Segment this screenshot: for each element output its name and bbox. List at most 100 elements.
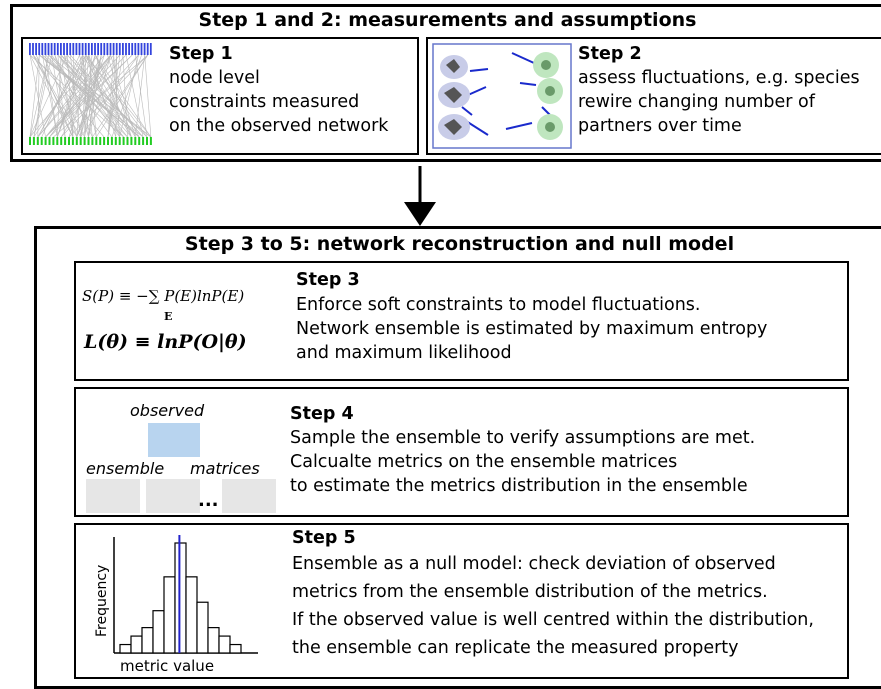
step2-line-3: partners over time <box>578 116 742 136</box>
measurements-section: Step 1 and 2: measurements and assumptio… <box>10 4 881 162</box>
network-edge <box>29 54 99 138</box>
step1-line-1: node level <box>169 68 260 88</box>
network-bottom-node <box>146 137 148 145</box>
step5-line-3: If the observed value is well centred wi… <box>292 610 814 630</box>
histogram-ylabel: Frequency <box>94 565 110 637</box>
network-edge <box>94 54 132 138</box>
network-bottom-node <box>130 137 133 145</box>
network-bottom-node <box>114 137 117 145</box>
network-bottom-node <box>29 137 31 145</box>
histogram-bar <box>207 627 220 654</box>
likelihood-formula: L(θ) ≡ lnP(O|θ) <box>84 331 247 353</box>
network-edge <box>96 54 149 138</box>
network-edge <box>29 54 40 138</box>
network-bottom-node <box>79 137 82 145</box>
step5-line-4: the ensemble can replicate the measured … <box>292 638 739 658</box>
network-top-node <box>149 43 152 55</box>
ensemble-matrix-3 <box>222 479 276 513</box>
observed-matrix <box>148 423 200 457</box>
network-edge <box>88 54 111 138</box>
network-top-node <box>75 43 78 55</box>
histogram-xlabel: metric value <box>120 657 214 675</box>
network-edge <box>51 54 66 138</box>
network-edge <box>57 54 87 138</box>
network-top-node <box>72 43 75 55</box>
step4-line-2: Calcualte metrics on the ensemble matric… <box>290 452 678 472</box>
step3-heading: Step 3 <box>296 270 360 290</box>
section-title-reconstruction: Step 3 to 5: network reconstruction and … <box>184 233 735 255</box>
network-top-node <box>81 43 84 55</box>
network-edge <box>32 54 78 138</box>
step3-line-2: Network ensemble is estimated by maximum… <box>296 319 768 339</box>
network-top-node <box>32 43 34 55</box>
histogram-bar <box>141 627 154 654</box>
histogram-bar <box>229 643 242 654</box>
histogram-bar <box>185 576 198 654</box>
network-edge <box>70 54 144 138</box>
network-top-node <box>122 43 124 55</box>
network-top-node <box>84 43 87 55</box>
histogram-bar <box>196 601 209 654</box>
histogram-bar <box>174 542 187 654</box>
network-bottom-node <box>142 137 145 145</box>
network-edge <box>85 54 120 138</box>
ensemble-matrix-1 <box>86 479 140 513</box>
network-edge <box>66 54 144 138</box>
network-edge <box>60 54 124 138</box>
network-edge <box>29 54 124 138</box>
matrices-label: matrices <box>190 459 260 478</box>
network-top-node <box>78 43 81 55</box>
network-top-node <box>140 43 143 55</box>
step2-line-1: assess fluctuations, e.g. species <box>578 68 860 88</box>
step3-line-1: Enforce soft constraints to model fluctu… <box>296 295 701 315</box>
network-edge <box>76 54 102 138</box>
network-top-node <box>53 43 56 55</box>
step1-line-2: constraints measured <box>169 92 360 112</box>
network-bottom-node <box>52 137 55 145</box>
histogram-bar <box>130 635 143 654</box>
step4-line-3: to estimate the metrics distribution in … <box>290 476 748 496</box>
network-edge <box>119 54 139 138</box>
network-bottom-node <box>68 137 70 145</box>
network-bottom-node <box>110 137 113 145</box>
step2-heading: Step 2 <box>578 44 642 64</box>
histogram-bar <box>119 643 132 654</box>
step1-panel: Step 1 node level constraints measured o… <box>21 37 419 155</box>
network-edge <box>57 54 66 138</box>
network-bottom-node <box>134 137 137 145</box>
network-top-node <box>118 43 121 55</box>
down-arrow-icon <box>404 166 436 226</box>
network-top-node <box>66 43 68 55</box>
network-edge <box>76 54 111 138</box>
network-edge <box>94 54 152 138</box>
network-top-node <box>115 43 118 55</box>
network-bottom-node <box>138 137 141 145</box>
step4-panel: observed ensemble matrices ... Step 4 Sa… <box>74 387 849 517</box>
network-bottom-node <box>91 137 94 145</box>
network-top-node <box>112 43 115 55</box>
network-top-node <box>63 43 65 55</box>
network-bottom-node <box>83 137 86 145</box>
network-bottom-node <box>122 137 125 145</box>
network-edge <box>33 54 52 138</box>
network-bottom-node <box>99 137 102 145</box>
network-bottom-node <box>32 137 35 145</box>
network-edge <box>76 54 83 138</box>
network-bottom-node <box>118 137 121 145</box>
entropy-formula-subscript: E <box>164 310 173 323</box>
network-bottom-node <box>75 137 78 145</box>
entropy-formula: S(P) ≡ −∑ P(E)lnP(E) <box>82 287 245 305</box>
network-top-node <box>38 43 41 55</box>
network-edge <box>107 54 124 138</box>
step5-heading: Step 5 <box>292 528 356 548</box>
network-edge <box>45 54 121 138</box>
network-top-node <box>60 43 62 55</box>
ensemble-matrix-2 <box>146 479 200 513</box>
step5-line-1: Ensemble as a null model: check deviatio… <box>292 554 776 574</box>
network-bottom-node <box>71 137 74 145</box>
network-top-node <box>137 43 140 55</box>
network-top-node <box>128 43 130 55</box>
network-edge <box>94 54 140 138</box>
step3-line-3: and maximum likelihood <box>296 343 512 363</box>
network-edge <box>41 54 80 138</box>
